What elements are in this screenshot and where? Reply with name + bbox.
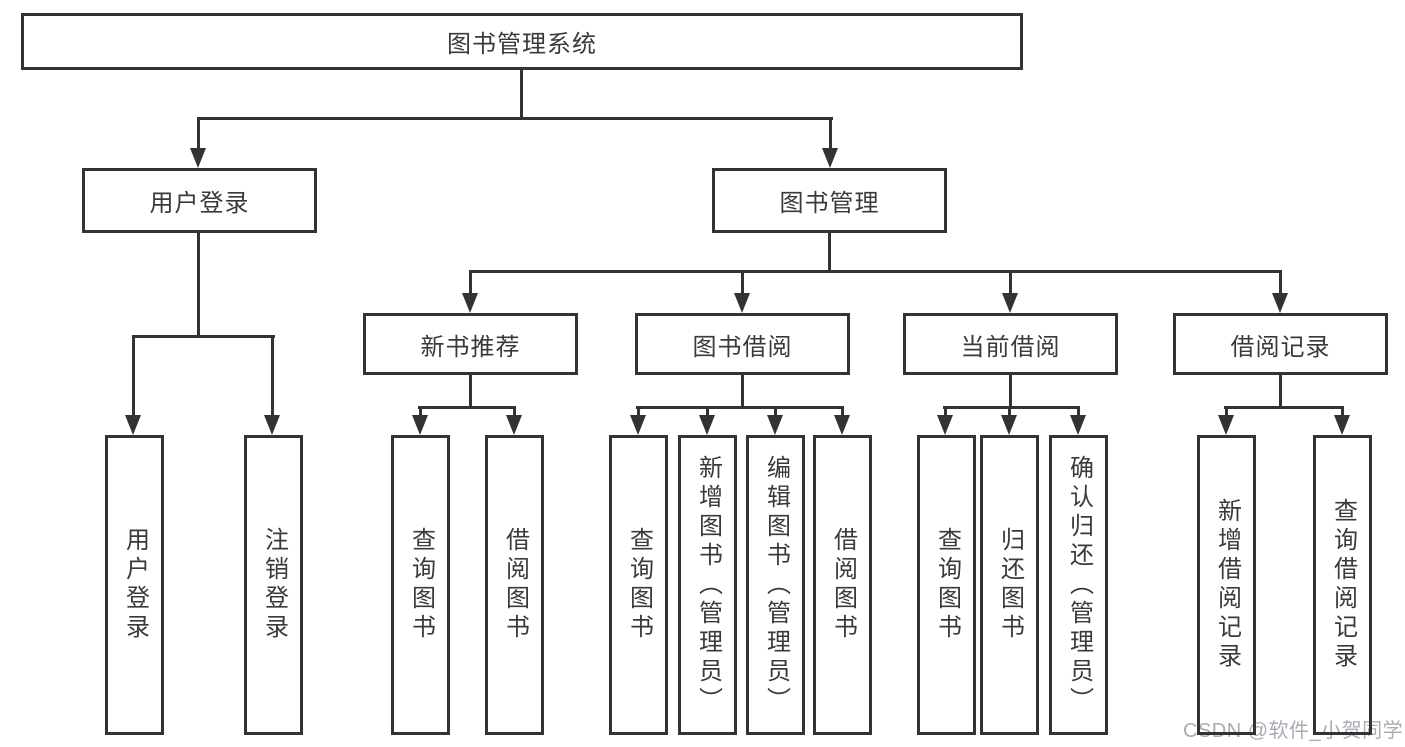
node-label: 查询借阅记录	[1329, 498, 1357, 672]
arrow-down-icon	[412, 415, 428, 435]
arrow-down-icon	[767, 415, 783, 435]
node-label: 用户登录	[121, 527, 149, 643]
node-user-login: 用户登录	[82, 168, 317, 233]
leaf-query-book: 查询图书	[917, 435, 976, 735]
leaf-query-book: 查询图书	[609, 435, 668, 735]
connector-line	[774, 406, 777, 418]
connector-line	[197, 117, 200, 150]
node-root: 图书管理系统	[21, 13, 1023, 70]
leaf-user-login: 用户登录	[105, 435, 164, 735]
node-current-borrowing: 当前借阅	[903, 313, 1118, 375]
connector-line	[1009, 270, 1012, 296]
node-new-book-recommend: 新书推荐	[363, 313, 578, 375]
connector-line	[741, 374, 744, 408]
arrow-down-icon	[264, 415, 280, 435]
connector-line	[636, 406, 844, 409]
arrow-down-icon	[125, 415, 141, 435]
arrow-down-icon	[1272, 293, 1288, 313]
connector-line	[197, 232, 200, 337]
connector-line	[469, 270, 472, 296]
leaf-add-borrow-record: 新增借阅记录	[1197, 435, 1256, 735]
node-label: 查询图书	[407, 527, 435, 643]
connector-line	[1225, 406, 1228, 418]
arrow-down-icon	[1070, 415, 1086, 435]
connector-line	[829, 117, 832, 150]
node-label: 新增图书（管理员）	[694, 454, 722, 716]
leaf-return-book: 归还图书	[980, 435, 1039, 735]
node-label: 新增借阅记录	[1213, 498, 1241, 672]
connector-line	[943, 406, 1080, 409]
connector-line	[271, 335, 274, 417]
connector-line	[1008, 406, 1011, 418]
connector-line	[637, 406, 640, 418]
leaf-confirm-return-admin: 确认归还（管理员）	[1049, 435, 1108, 735]
node-label: 新书推荐	[420, 333, 521, 361]
connector-line	[520, 69, 523, 119]
arrow-down-icon	[630, 415, 646, 435]
connector-line	[841, 406, 844, 418]
connector-line	[944, 406, 947, 418]
connector-line	[513, 406, 516, 418]
arrow-down-icon	[699, 415, 715, 435]
leaf-logout: 注销登录	[244, 435, 303, 735]
connector-line	[706, 406, 709, 418]
arrow-down-icon	[822, 148, 838, 168]
arrow-down-icon	[1334, 415, 1350, 435]
connector-line	[132, 335, 275, 338]
connector-line	[469, 270, 1282, 273]
connector-line	[418, 406, 516, 409]
connector-line	[197, 117, 833, 120]
leaf-query-borrow-record: 查询借阅记录	[1313, 435, 1372, 735]
leaf-borrow-book: 借阅图书	[485, 435, 544, 735]
node-label: 归还图书	[996, 527, 1024, 643]
leaf-edit-book-admin: 编辑图书（管理员）	[746, 435, 805, 735]
node-label: 当前借阅	[960, 333, 1061, 361]
node-label: 确认归还（管理员）	[1065, 454, 1093, 716]
connector-line	[1077, 406, 1080, 418]
connector-line	[419, 406, 422, 418]
node-label: 注销登录	[260, 527, 288, 643]
leaf-borrow-book: 借阅图书	[813, 435, 872, 735]
arrow-down-icon	[1218, 415, 1234, 435]
arrow-down-icon	[834, 415, 850, 435]
arrow-down-icon	[1001, 415, 1017, 435]
node-label: 查询图书	[625, 527, 653, 643]
node-label: 借阅记录	[1230, 333, 1331, 361]
connector-line	[1341, 406, 1344, 418]
leaf-query-book: 查询图书	[391, 435, 450, 735]
node-book-borrowing: 图书借阅	[635, 313, 850, 375]
connector-line	[1279, 270, 1282, 296]
node-borrowing-records: 借阅记录	[1173, 313, 1388, 375]
node-label: 查询图书	[933, 527, 961, 643]
node-label: 图书管理	[779, 190, 880, 217]
node-label: 图书借阅	[692, 333, 793, 361]
node-label: 图书管理系统	[447, 31, 597, 58]
node-label: 编辑图书（管理员）	[762, 454, 790, 716]
arrow-down-icon	[506, 415, 522, 435]
arrow-down-icon	[937, 415, 953, 435]
node-label: 借阅图书	[829, 527, 857, 643]
arrow-down-icon	[734, 293, 750, 313]
leaf-add-book-admin: 新增图书（管理员）	[678, 435, 737, 735]
arrow-down-icon	[1002, 293, 1018, 313]
connector-line	[469, 374, 472, 408]
node-label: 用户登录	[149, 190, 250, 217]
connector-line	[1279, 374, 1282, 408]
connector-line	[132, 335, 135, 417]
arrow-down-icon	[190, 148, 206, 168]
csdn-watermark: CSDN @软件_小贺同学	[1183, 720, 1404, 742]
connector-line	[1224, 406, 1344, 409]
connector-line	[1009, 374, 1012, 408]
arrow-down-icon	[462, 293, 478, 313]
node-label: 借阅图书	[501, 527, 529, 643]
connector-line	[741, 270, 744, 296]
connector-line	[828, 232, 831, 272]
node-book-management: 图书管理	[712, 168, 947, 233]
